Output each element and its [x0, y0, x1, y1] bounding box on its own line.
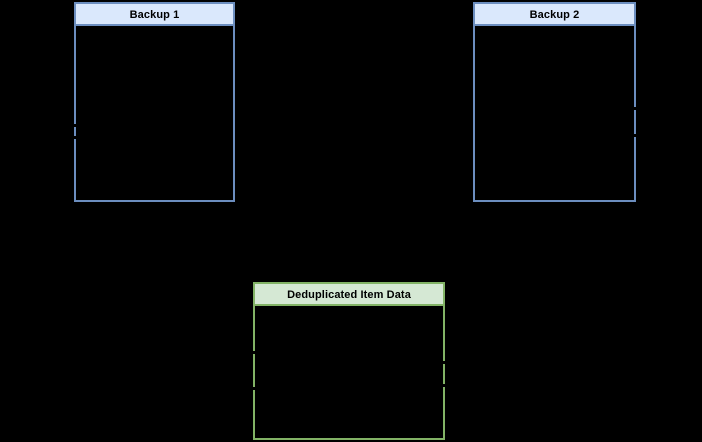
node-backup-2[interactable]: Backup 2 — [473, 2, 636, 202]
node-backup-2-title: Backup 2 — [473, 2, 636, 26]
connector-notch-dedup-left-a — [253, 351, 256, 354]
connector-notch-dedup-right-a — [442, 361, 445, 364]
node-backup-1-body — [74, 26, 235, 202]
node-backup-1-title: Backup 1 — [74, 2, 235, 26]
node-deduplicated-item-data-title: Deduplicated Item Data — [253, 282, 445, 306]
node-deduplicated-item-data[interactable]: Deduplicated Item Data — [253, 282, 445, 440]
connector-notch-dedup-right-b — [442, 384, 445, 387]
node-backup-1[interactable]: Backup 1 — [74, 2, 235, 202]
node-deduplicated-item-data-body — [253, 306, 445, 440]
connector-notch-backup-2-right-a — [633, 107, 636, 110]
connector-notch-backup-1-left-b — [74, 136, 77, 139]
node-backup-2-body — [473, 26, 636, 202]
connector-notch-backup-1-left-a — [74, 124, 77, 127]
connector-notch-backup-2-right-b — [633, 134, 636, 137]
connector-notch-dedup-left-b — [253, 387, 256, 390]
